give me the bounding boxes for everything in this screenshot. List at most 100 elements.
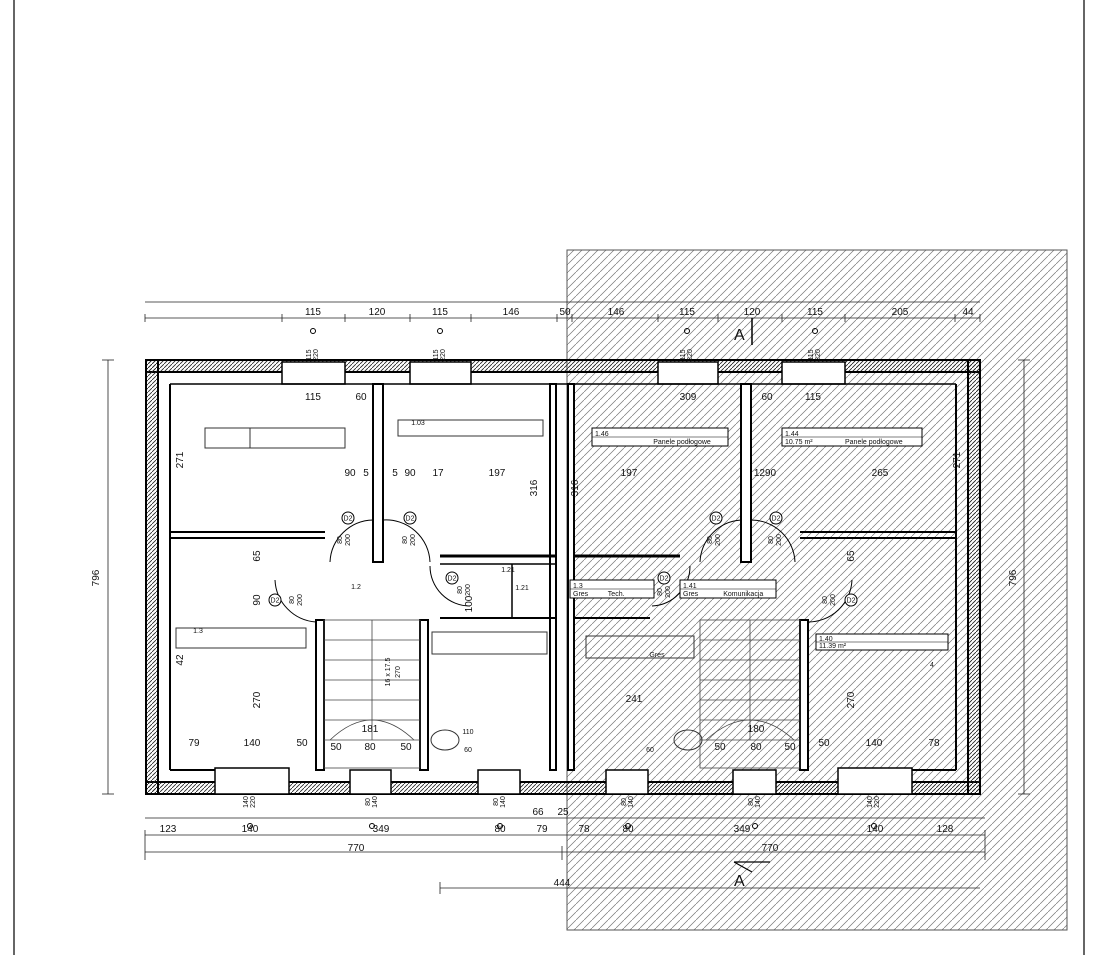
window-size-label: 80 <box>621 798 628 806</box>
bottom-dimension-label: 78 <box>578 824 590 835</box>
bottom-dimension-label: 349 <box>734 824 751 835</box>
top-dimension-label: 115 <box>305 307 321 318</box>
small-label: 1.03 <box>411 420 425 427</box>
inner-dimension-label: 78 <box>928 738 940 749</box>
door-marker <box>769 511 783 525</box>
window-size-label: 140 <box>243 796 250 808</box>
door-marker <box>268 593 282 607</box>
section-mark-top: A <box>734 327 745 344</box>
dimension-444-label: 444 <box>554 878 571 889</box>
window-size-label: 115 <box>306 349 313 360</box>
door-size-label: 200 <box>297 594 304 606</box>
door-size-label: 80 <box>768 536 775 544</box>
staircase-left <box>323 619 421 769</box>
outer-walls <box>145 359 981 795</box>
inner-dimension-label: 80 <box>750 742 762 753</box>
door-size-label: 80 <box>657 588 664 596</box>
inner-dimension-label: 50 <box>296 738 308 749</box>
room-number: 1.40 <box>819 636 833 643</box>
small-label: 1.21 <box>515 585 529 592</box>
window-marker <box>310 328 316 334</box>
room-name: Panele podłogowe <box>653 439 711 446</box>
top-dimension-label: 146 <box>503 307 520 318</box>
room-name: Panele podłogowe <box>845 439 903 446</box>
window-marker <box>497 823 503 829</box>
stair-label: 16 x 17.5 <box>385 657 392 686</box>
door-size-label: 200 <box>830 594 837 606</box>
door-marker-label: D2 <box>772 516 781 523</box>
bottom-dimension-label: 140 <box>242 824 259 835</box>
top-dimension-label: 115 <box>679 307 695 318</box>
bottom-dimension-lines <box>144 817 986 894</box>
room-name: Tech. <box>608 591 625 598</box>
fixtures <box>175 419 703 751</box>
door-swings <box>274 519 853 623</box>
top-dimension-lines <box>144 301 981 322</box>
small-label: 110 <box>462 729 473 736</box>
room-name: Komunikacja <box>723 591 763 598</box>
room-area: 10.75 m² <box>785 439 813 446</box>
bottom-dimension-label: 128 <box>937 824 954 835</box>
top-dimension-label: 115 <box>432 307 448 318</box>
door-size-label: 200 <box>410 534 417 546</box>
window-marker <box>752 823 758 829</box>
door-marker <box>709 511 723 525</box>
inner-dimension-label: 50 <box>818 738 830 749</box>
door-marker-label: D2 <box>712 516 721 523</box>
window-size-label: 140 <box>372 796 379 808</box>
inner-dimension-label: 197 <box>621 468 638 479</box>
vertical-dimension-label: 270 <box>252 691 263 708</box>
inner-dimension-label: 60 <box>761 392 773 403</box>
room-area: Gres <box>683 591 699 598</box>
inner-dimension-label: 90 <box>404 468 416 479</box>
inner-dimension-label: 140 <box>866 738 883 749</box>
vertical-dimension-label: 100 <box>464 595 475 612</box>
room-number: 1.41 <box>683 583 697 590</box>
door-marker <box>341 511 355 525</box>
window-size-label: 140 <box>628 796 635 808</box>
inner-dimension-label: 5 <box>363 468 369 479</box>
room-number: 1.46 <box>595 431 609 438</box>
bottom-dimension-label: 123 <box>160 824 177 835</box>
bottom-dimension-label: 25 <box>557 807 569 818</box>
door-marker <box>657 571 671 585</box>
window-size-label: 80 <box>493 798 500 806</box>
window-marker <box>437 328 443 334</box>
inner-dimension-label: 1290 <box>754 468 777 479</box>
vertical-dimension-label: 42 <box>175 654 186 666</box>
window-marker <box>871 823 877 829</box>
door-size-label: 200 <box>776 534 783 546</box>
window-marker <box>812 328 818 334</box>
window-size-label: 220 <box>440 349 447 361</box>
small-label: 60 <box>464 747 472 754</box>
door-size-label: 200 <box>715 534 722 546</box>
window-size-label: 140 <box>500 796 507 808</box>
inner-dimension-label: 60 <box>355 392 367 403</box>
total-width-label: 770 <box>348 843 365 854</box>
top-dimension-label: 146 <box>608 307 625 318</box>
top-dimension-label: 205 <box>892 307 909 318</box>
door-size-label: 80 <box>822 596 829 604</box>
room-area: Gres <box>573 591 589 598</box>
small-label: Gres <box>649 652 665 659</box>
inner-dimension-label: 17 <box>432 468 444 479</box>
window-size-label: 220 <box>250 796 257 808</box>
small-label: 1.21 <box>501 567 515 574</box>
vertical-dimension-label: 316 <box>529 479 540 496</box>
inner-dimension-label: 180 <box>748 724 765 735</box>
room-number: 1.3 <box>573 583 583 590</box>
inner-dimension-label: 181 <box>362 724 379 735</box>
vertical-dimension-label: 796 <box>91 569 102 586</box>
inner-dimension-label: 140 <box>244 738 261 749</box>
door-marker <box>844 593 858 607</box>
small-label: 60 <box>646 747 654 754</box>
vertical-dimension-label: 65 <box>252 550 263 562</box>
vertical-dimension-label: 271 <box>175 451 186 468</box>
side-dimension-lines <box>102 359 1030 795</box>
vertical-dimension-label: 271 <box>952 451 963 468</box>
top-dimension-label: 120 <box>744 307 761 318</box>
door-marker-label: D2 <box>344 516 353 523</box>
door-marker-label: D2 <box>847 598 856 605</box>
